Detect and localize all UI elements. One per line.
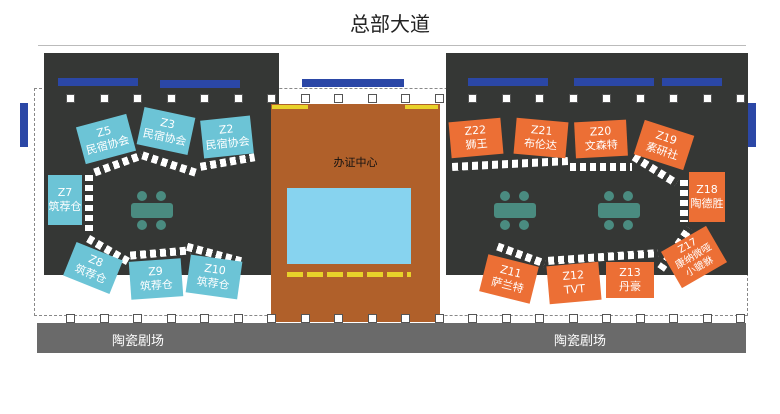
blue-bar xyxy=(58,78,138,86)
theater-bar xyxy=(37,323,746,353)
meeting-table xyxy=(494,203,536,218)
blue-bar xyxy=(574,78,654,86)
yellow-strip xyxy=(272,105,308,109)
chair-icon xyxy=(519,191,529,201)
pillars-top xyxy=(66,94,756,103)
chair-icon xyxy=(156,220,166,230)
divider xyxy=(38,45,746,46)
theater-label-left: 陶瓷剧场 xyxy=(112,334,165,349)
meeting-table xyxy=(131,203,173,218)
service-counter xyxy=(287,188,411,264)
chair-icon xyxy=(156,191,166,201)
chair-icon xyxy=(623,191,633,201)
seat-row xyxy=(570,163,632,171)
blue-bar xyxy=(160,80,240,88)
chair-icon xyxy=(500,191,510,201)
chair-icon xyxy=(623,220,633,230)
seat-row xyxy=(680,180,688,222)
pillars-bottom xyxy=(66,314,756,323)
right-door xyxy=(748,103,756,147)
seat-row xyxy=(85,175,93,233)
chair-icon xyxy=(604,220,614,230)
left-door xyxy=(20,103,28,147)
yellow-strip xyxy=(405,105,438,109)
yellow-seats xyxy=(287,272,411,277)
theater-label-right: 陶瓷剧场 xyxy=(554,334,607,349)
street-title: 总部大道 xyxy=(350,12,430,36)
chair-icon xyxy=(519,220,529,230)
blue-bar xyxy=(468,78,548,86)
chair-icon xyxy=(137,220,147,230)
chair-icon xyxy=(137,191,147,201)
chair-icon xyxy=(500,220,510,230)
meeting-table xyxy=(598,203,640,218)
blue-bar xyxy=(662,78,722,86)
blue-bar xyxy=(302,79,404,87)
service-center-label: 办证中心 xyxy=(333,156,378,169)
chair-icon xyxy=(604,191,614,201)
